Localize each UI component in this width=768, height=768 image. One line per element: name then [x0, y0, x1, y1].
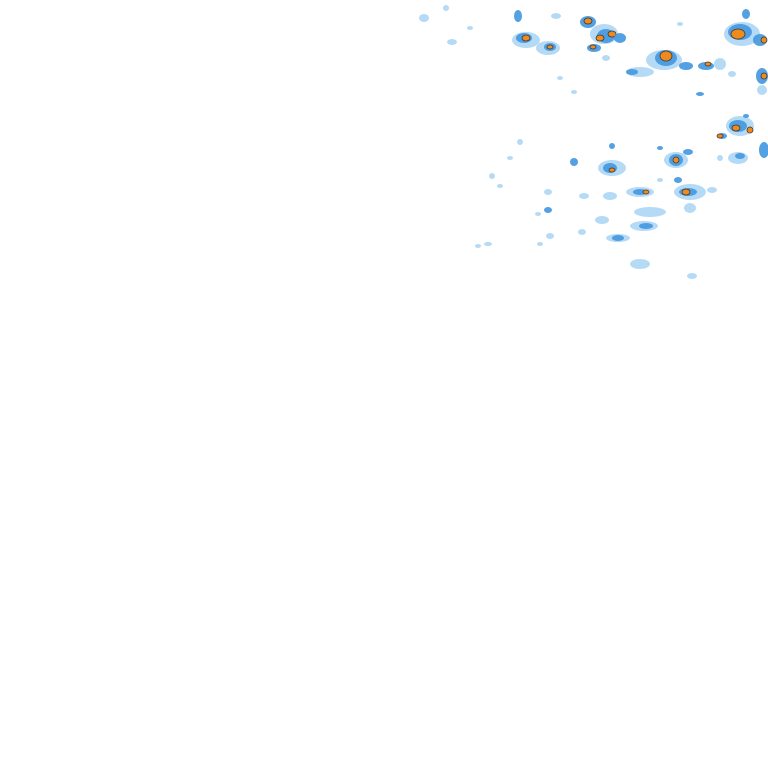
radar-echo [475, 244, 481, 248]
radar-echo-intense-core [595, 34, 605, 42]
radar-echo-intense-core [746, 126, 754, 134]
radar-echo [535, 212, 541, 216]
radar-echo [571, 90, 577, 94]
radar-echo [514, 10, 522, 22]
radar-echo [757, 85, 767, 95]
radar-echo-intense-core [659, 50, 673, 62]
radar-echo [544, 207, 552, 213]
radar-echo [602, 55, 610, 61]
radar-echo-intense-core [672, 156, 680, 164]
radar-echo [484, 242, 492, 246]
radar-echo [578, 229, 586, 235]
radar-echo [551, 13, 561, 19]
radar-echo-intense-core [607, 30, 617, 38]
radar-echo-intense-core [681, 188, 691, 196]
radar-echo [728, 71, 736, 77]
radar-echo [674, 177, 682, 183]
radar-echo [714, 58, 726, 70]
radar-echo [759, 142, 768, 158]
radar-echo-intense-core [760, 72, 768, 80]
radar-echo [489, 173, 495, 179]
radar-echo [609, 143, 615, 149]
radar-echo-intense-core [589, 44, 597, 50]
radar-echo-intense-core [546, 44, 554, 50]
radar-echo [677, 22, 683, 26]
radar-echo-intense-core [704, 61, 712, 67]
radar-echo-intense-core [521, 34, 531, 42]
radar-echo [717, 155, 723, 161]
radar-echo-layer [419, 5, 768, 279]
radar-echo [443, 5, 449, 11]
radar-echo [517, 139, 523, 145]
radar-echo [687, 273, 697, 279]
radar-echo-intense-core [731, 124, 741, 132]
radar-echo [537, 242, 543, 246]
radar-echo [612, 235, 624, 241]
radar-echo [544, 189, 552, 195]
radar-echo [735, 153, 745, 159]
radar-echo [639, 223, 653, 229]
radar-echo [707, 187, 717, 193]
radar-echo [447, 39, 457, 45]
radar-echo [626, 69, 638, 75]
radar-echo-intense-core [760, 36, 768, 44]
radar-echo [630, 259, 650, 269]
radar-echo [603, 192, 617, 200]
radar-echo [497, 184, 503, 188]
radar-echo [679, 62, 693, 70]
radar-echo [419, 14, 429, 22]
radar-echo [579, 193, 589, 199]
radar-echo [467, 26, 473, 30]
radar-echo [684, 203, 696, 213]
radar-echo [614, 33, 626, 43]
radar-echo [657, 178, 663, 182]
radar-echo [743, 114, 749, 118]
radar-echo [742, 9, 750, 19]
radar-echo [634, 207, 666, 217]
radar-echo [595, 216, 609, 224]
radar-echo [696, 92, 704, 96]
radar-echo-intense-core [730, 28, 746, 40]
radar-echo [570, 158, 578, 166]
radar-echo-intense-core [716, 133, 724, 139]
radar-echo [507, 156, 513, 160]
radar-echo-intense-core [583, 17, 593, 25]
radar-echo-intense-core [608, 167, 616, 173]
radar-echo-intense-core [642, 189, 650, 195]
radar-echo [657, 146, 663, 150]
radar-echo [683, 149, 693, 155]
radar-echo [546, 233, 554, 239]
radar-echo [557, 76, 563, 80]
